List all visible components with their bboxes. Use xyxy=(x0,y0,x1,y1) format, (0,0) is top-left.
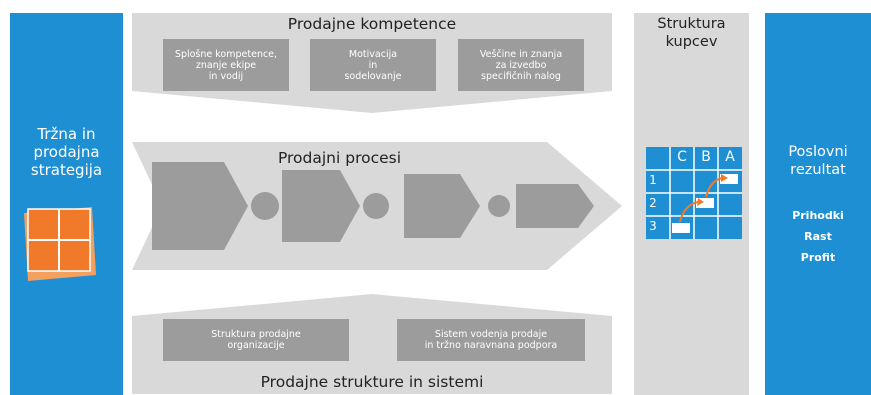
upgrade-arrow-2 xyxy=(705,177,723,198)
process-connector-3 xyxy=(488,195,510,217)
strategy-panel: Tržna in prodajna strategija xyxy=(10,13,123,395)
process-connector-2 xyxy=(363,193,389,219)
grid-row-3: 3 xyxy=(649,219,657,233)
processes-title: Prodajni procesi xyxy=(277,149,402,167)
results-title: Poslovni rezultat xyxy=(788,144,848,178)
process-step-2 xyxy=(282,170,360,242)
structures-title: Prodajne strukture in sistemi xyxy=(260,373,484,391)
process-step-3 xyxy=(404,174,480,238)
structure-box-organization: Struktura prodajne organizacije xyxy=(163,319,349,361)
competence-box-skills: Veščine in znanja za izvedbo specifičnih… xyxy=(458,39,584,91)
customer-marker-c3 xyxy=(672,223,690,233)
competences-title: Prodajne kompetence xyxy=(287,15,457,33)
competence-box-general: Splošne kompetence, znanje ekipe in vodi… xyxy=(163,39,289,91)
customer-structure-title: Struktura kupcev xyxy=(657,16,726,50)
customer-marker-b2 xyxy=(696,198,714,208)
strategy-title: Tržna in prodajna strategija xyxy=(30,125,103,179)
grid-col-b: B xyxy=(701,149,711,165)
result-profit: Profit xyxy=(800,251,836,264)
grid-col-c: C xyxy=(677,149,687,165)
competence-box-motivation: Motivacija in sodelovanje xyxy=(310,39,436,91)
structure-box-management: Sistem vodenja prodaje in tržno naravnan… xyxy=(397,319,585,361)
grid-row-2: 2 xyxy=(649,196,657,210)
result-growth: Rast xyxy=(804,230,832,243)
process-step-1 xyxy=(152,162,248,250)
process-connector-1 xyxy=(251,192,279,220)
result-revenue: Prihodki xyxy=(792,209,844,222)
grid-col-a: A xyxy=(725,149,735,165)
processes-band xyxy=(132,142,622,270)
customer-marker-a1 xyxy=(720,174,738,184)
grid-row-1: 1 xyxy=(649,173,657,187)
process-step-4 xyxy=(516,184,594,228)
customer-grid: C B A 1 2 3 xyxy=(646,147,742,239)
strategy-grid-icon xyxy=(24,207,96,281)
results-panel: Poslovni rezultat Prihodki Rast Profit xyxy=(765,13,871,395)
upgrade-arrow-1 xyxy=(679,201,699,223)
